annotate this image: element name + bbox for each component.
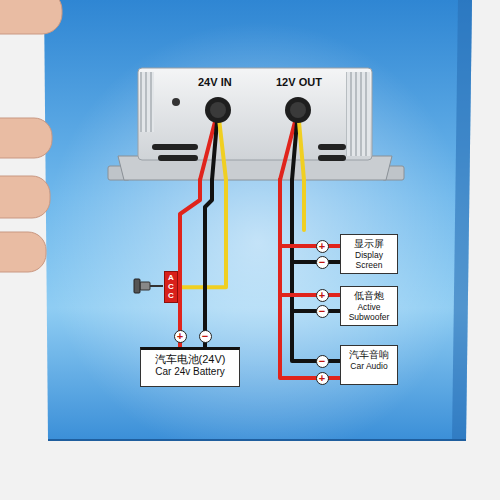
converter-housing bbox=[346, 72, 370, 156]
converter-housing bbox=[318, 155, 346, 161]
terminal-mark: + bbox=[316, 240, 329, 253]
converter-housing bbox=[138, 68, 372, 160]
screw-terminal bbox=[140, 282, 150, 290]
node-subtitle: 12V OUT bbox=[276, 76, 322, 88]
wire bbox=[205, 180, 212, 347]
cable-grommet bbox=[210, 102, 226, 118]
cable-grommet bbox=[290, 102, 306, 118]
node-subtitle: Active Subwoofer bbox=[344, 302, 394, 322]
box-face bbox=[44, 0, 472, 440]
device-box: 显示屏Display Screen bbox=[340, 234, 398, 274]
cable-grommet bbox=[285, 97, 311, 123]
hand bbox=[0, 0, 62, 34]
wire bbox=[280, 180, 340, 246]
wire bbox=[180, 180, 200, 347]
wire bbox=[292, 180, 340, 361]
hand bbox=[0, 176, 50, 218]
node-title: 显示屏 bbox=[344, 238, 394, 250]
terminal-mark: + bbox=[316, 289, 329, 302]
terminal-mark: − bbox=[316, 355, 329, 368]
node-subtitle: Display Screen bbox=[344, 250, 394, 270]
terminal-mark: − bbox=[199, 330, 212, 343]
box-face bbox=[452, 0, 472, 440]
terminal-mark: + bbox=[174, 330, 187, 343]
terminal-mark: − bbox=[316, 256, 329, 269]
converter-housing bbox=[140, 72, 154, 132]
hand bbox=[0, 118, 52, 158]
converter-housing bbox=[108, 68, 404, 180]
battery-box: 汽车电池(24V)Car 24v Battery bbox=[140, 347, 240, 387]
screw-terminal bbox=[150, 285, 163, 287]
wire bbox=[200, 110, 340, 361]
node-title: ACC bbox=[167, 274, 175, 300]
node-title: 汽车电池(24V) bbox=[145, 353, 235, 366]
wire bbox=[298, 110, 304, 230]
box-face bbox=[48, 439, 466, 441]
node-title: 24V IN bbox=[198, 76, 232, 88]
hand bbox=[0, 0, 62, 272]
terminal-mark: − bbox=[316, 305, 329, 318]
cable-grommet bbox=[205, 97, 311, 123]
node-subtitle: Car Audio bbox=[344, 361, 394, 371]
dc-converter: 24V IN 12V OUT bbox=[130, 70, 385, 180]
wire bbox=[280, 180, 340, 378]
device-box: 汽车音响Car Audio bbox=[340, 345, 398, 385]
screw-terminal bbox=[134, 279, 140, 293]
node-subtitle: Car 24v Battery bbox=[145, 366, 235, 378]
hand bbox=[0, 232, 46, 272]
cable-grommet bbox=[205, 97, 231, 123]
node-title: 汽车音响 bbox=[344, 349, 394, 361]
converter-housing bbox=[158, 155, 198, 161]
terminal-mark: + bbox=[316, 372, 329, 385]
box-face bbox=[44, 0, 472, 440]
wire bbox=[280, 180, 340, 295]
converter-housing bbox=[172, 98, 180, 106]
converter-housing bbox=[318, 144, 346, 150]
node-title: 低音炮 bbox=[344, 290, 394, 302]
screw-terminal bbox=[134, 279, 163, 293]
box-face bbox=[44, 0, 472, 440]
acc-tag: ACC bbox=[164, 271, 178, 303]
converter-housing bbox=[152, 144, 198, 150]
device-box: 低音炮Active Subwoofer bbox=[340, 286, 398, 326]
